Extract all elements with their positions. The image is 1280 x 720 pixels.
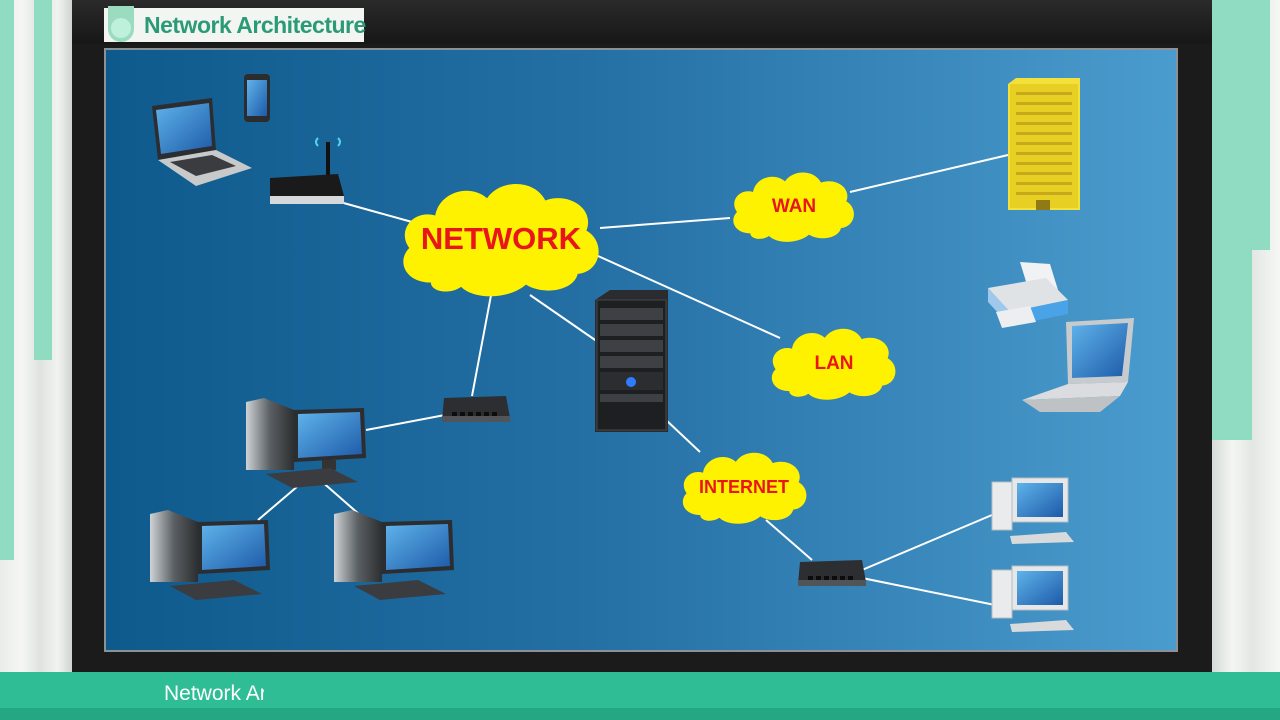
laptop-icon xyxy=(1022,318,1134,412)
left-wood-panel xyxy=(0,0,72,672)
footer-bar: Network Ar xyxy=(0,672,1280,720)
paint-stroke xyxy=(34,0,52,360)
right-wood-panel xyxy=(1212,0,1280,672)
paint-stroke xyxy=(1212,0,1252,440)
lan-cloud-label: LAN xyxy=(814,353,853,374)
line-switch-desktop-bottom xyxy=(861,577,996,606)
desktop-pc-icon xyxy=(334,510,454,600)
network-switch-icon xyxy=(442,396,510,422)
internet-cloud-label: INTERNET xyxy=(699,477,789,497)
paint-stroke xyxy=(1252,0,1270,250)
printer-icon xyxy=(988,262,1068,328)
laptop-icon xyxy=(152,98,252,186)
line-pc-pc-right xyxy=(319,479,361,516)
desktop-pc-icon xyxy=(150,510,270,600)
office-building-icon xyxy=(1008,78,1080,210)
title-tag: Network Architecture xyxy=(104,6,366,42)
line-network-lan xyxy=(597,255,781,339)
desktop-computer-icon xyxy=(991,565,1074,632)
phone-icon xyxy=(244,74,270,122)
line-wan-building xyxy=(849,154,1009,193)
desktop-computer-icon xyxy=(991,477,1074,544)
wan-cloud-label: WAN xyxy=(772,196,816,217)
line-server-internet xyxy=(665,419,701,453)
desktop-pc-icon xyxy=(246,398,366,488)
line-internet-switch xyxy=(765,519,813,561)
footer-band xyxy=(0,708,1280,720)
line-switch-desktop-top xyxy=(861,514,993,571)
pin-icon xyxy=(108,6,134,42)
line-network-wan xyxy=(599,217,731,229)
network-cloud-label: NETWORK xyxy=(421,221,582,256)
line-network-switch xyxy=(471,289,493,397)
paint-stroke xyxy=(0,0,14,560)
server-icon xyxy=(595,290,668,432)
line-switch-pc xyxy=(365,414,446,431)
wireless-router-icon xyxy=(270,137,344,204)
line-network-server xyxy=(529,294,599,343)
line-router-network xyxy=(339,201,413,223)
network-switch-icon xyxy=(798,560,866,586)
connection-lines xyxy=(257,154,1009,606)
footer-caption: Network Ar xyxy=(164,682,264,705)
page-title: Network Architecture xyxy=(144,12,366,38)
